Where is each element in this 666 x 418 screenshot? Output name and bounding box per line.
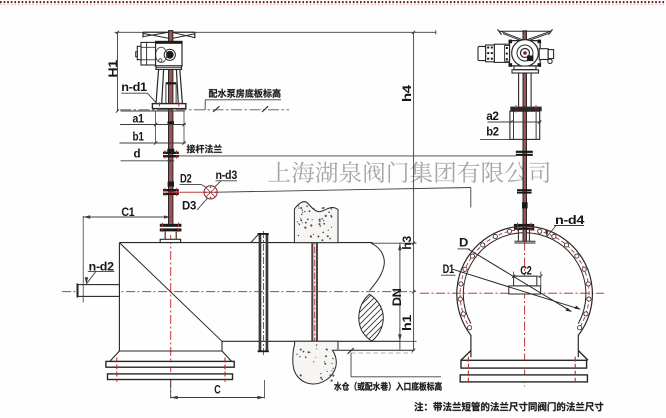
svg-text:C: C: [214, 383, 221, 397]
svg-text:H1: H1: [106, 59, 120, 77]
svg-text:h3: h3: [400, 235, 414, 249]
svg-text:n-d2: n-d2: [89, 259, 115, 273]
svg-text:n-d3: n-d3: [216, 168, 238, 182]
svg-text:b1: b1: [133, 129, 145, 143]
svg-text:d: d: [134, 147, 141, 161]
svg-text:D1: D1: [443, 262, 455, 276]
svg-text:a1: a1: [133, 111, 145, 125]
svg-text:a2: a2: [486, 109, 499, 123]
svg-text:n-d1: n-d1: [121, 80, 147, 94]
svg-text:D: D: [459, 236, 469, 250]
svg-text:C2: C2: [520, 264, 532, 278]
svg-text:DN: DN: [390, 289, 404, 307]
svg-text:n-d4: n-d4: [555, 213, 585, 227]
svg-text:b2: b2: [486, 125, 499, 139]
svg-text:h4: h4: [400, 85, 414, 102]
svg-text:D3: D3: [182, 199, 196, 213]
svg-text:C1: C1: [121, 205, 134, 219]
svg-text:h1: h1: [400, 314, 414, 331]
svg-text:D2: D2: [180, 171, 192, 185]
